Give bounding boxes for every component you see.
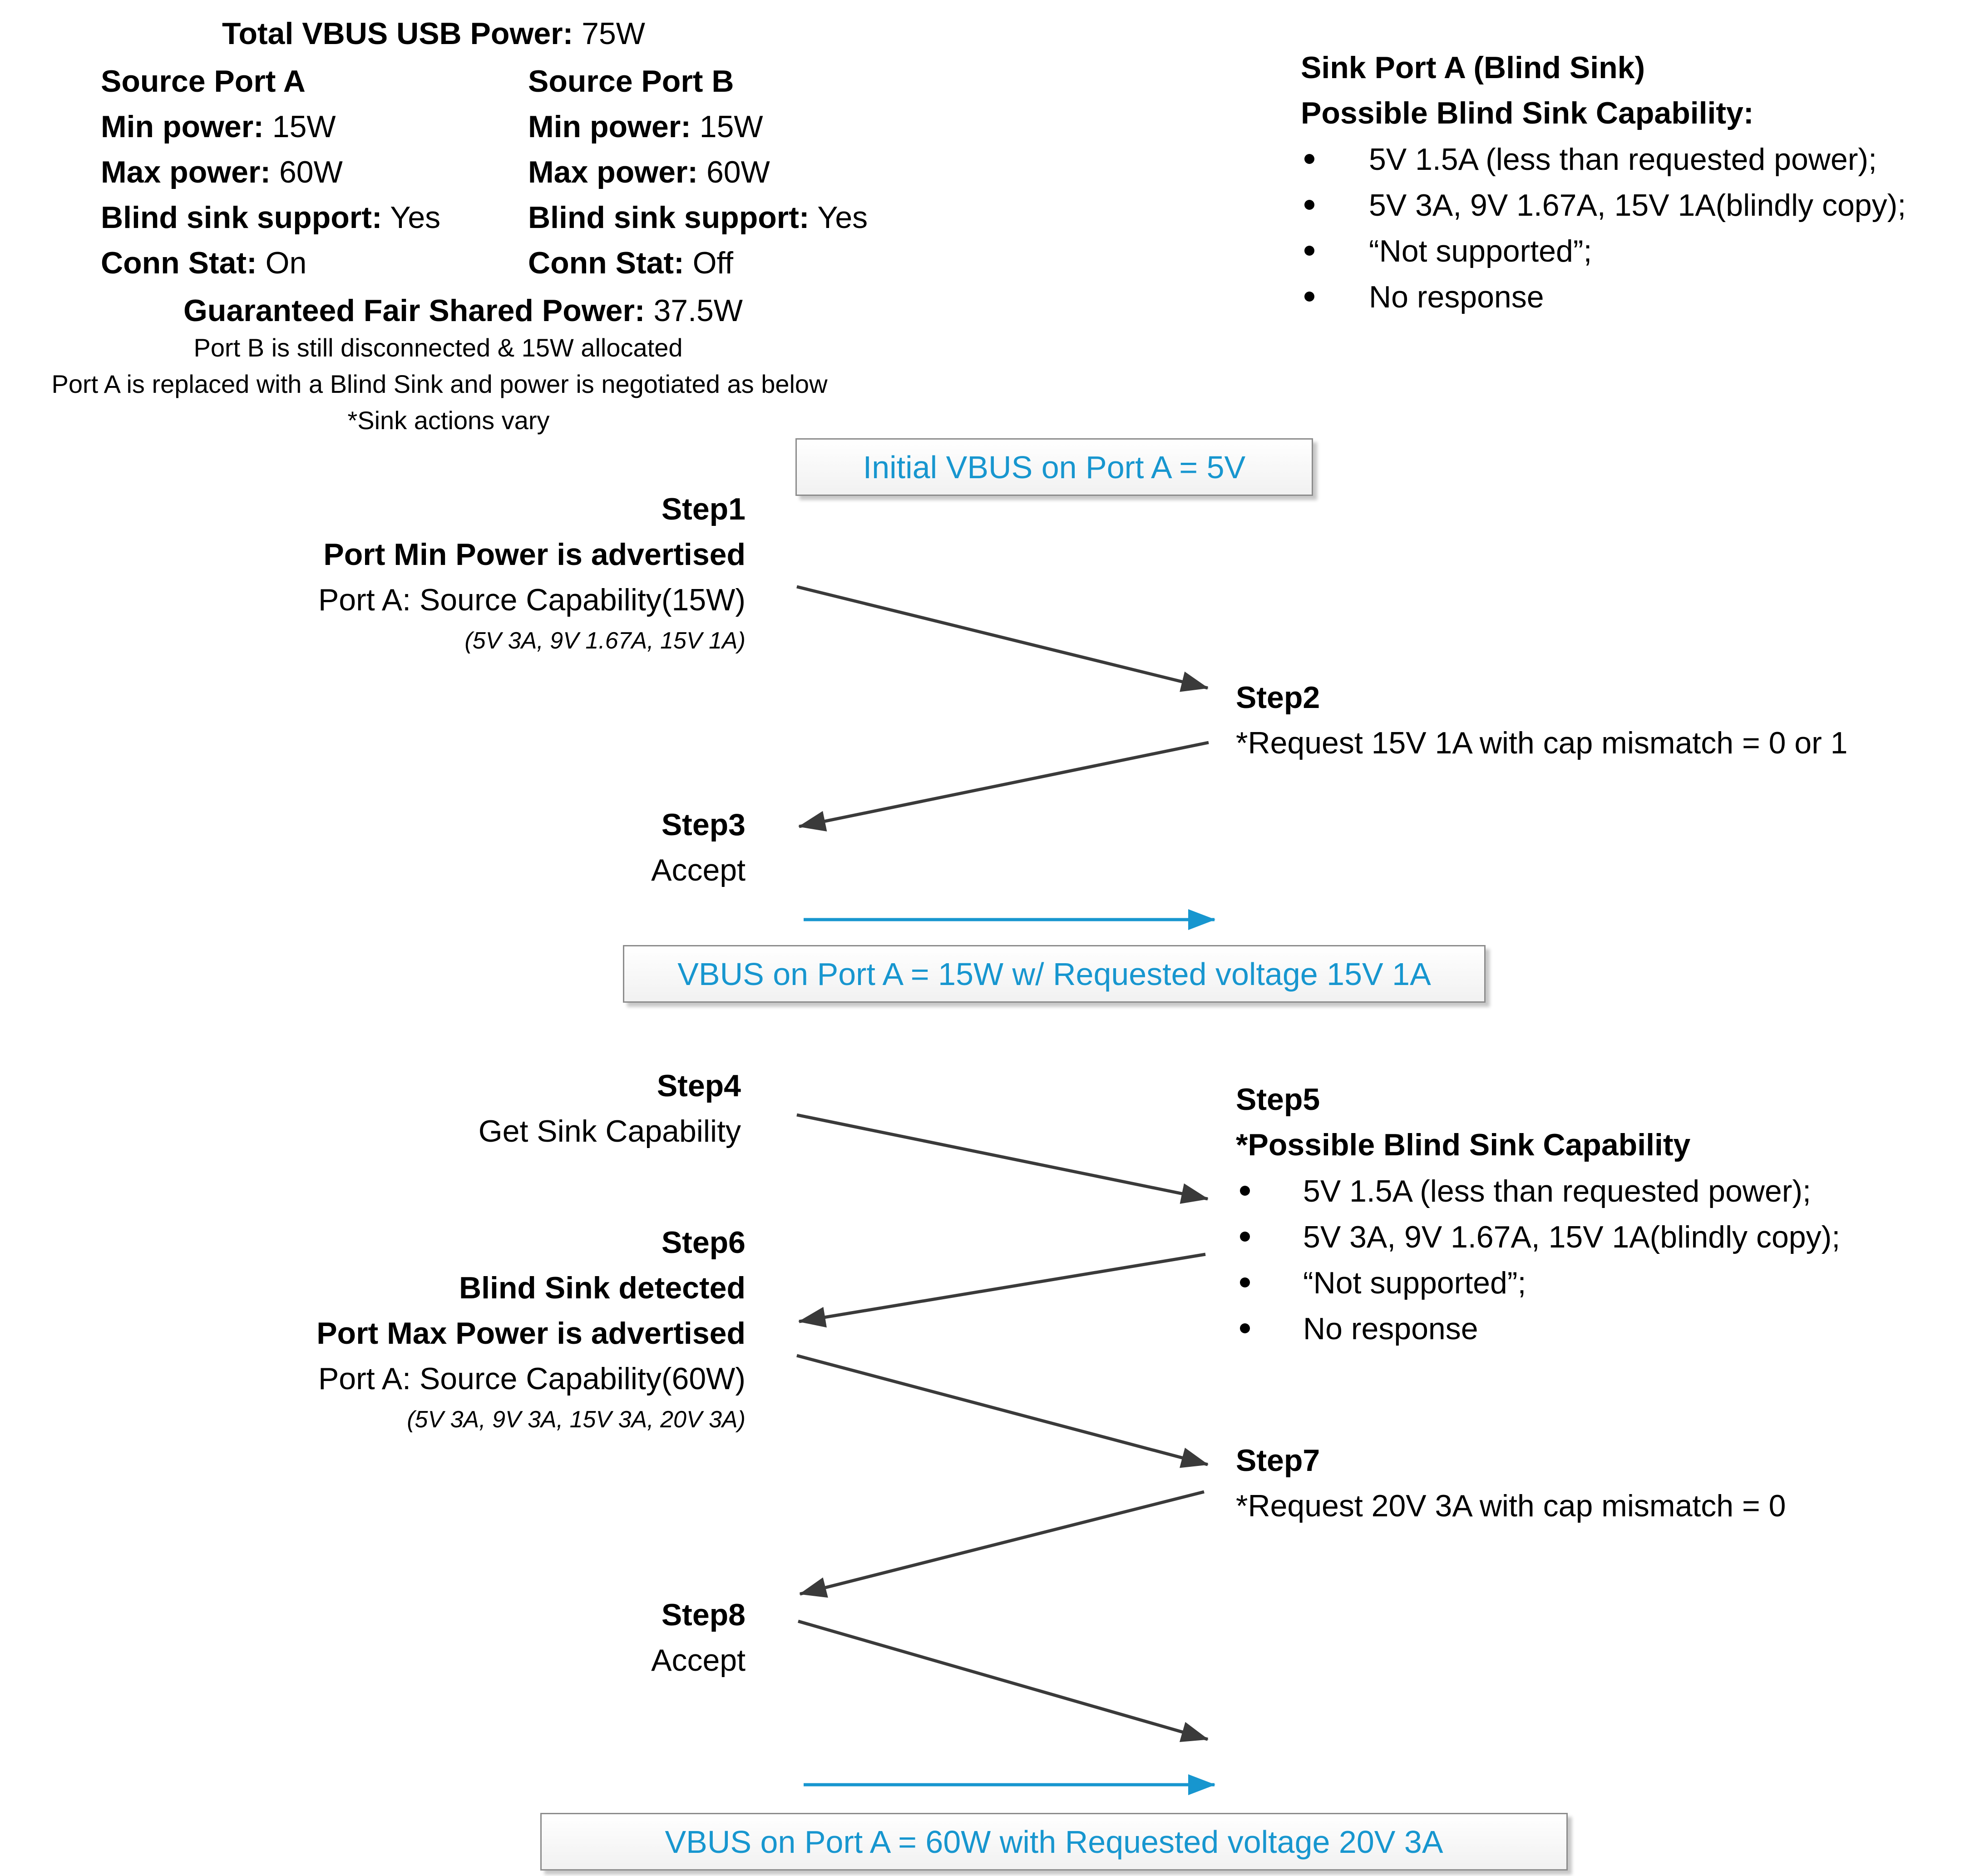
bullet-icon — [1304, 246, 1314, 256]
step8-title: Step8 — [661, 1598, 746, 1632]
initial-vbus-box: Initial VBUS on Port A = 5V — [795, 438, 1313, 496]
bullet-icon — [1304, 200, 1314, 210]
step5-line1: *Possible Blind Sink Capability — [1236, 1128, 1691, 1162]
step5-item: 5V 1.5A (less than requested power); — [1303, 1174, 1811, 1208]
sink-panel-item: 5V 3A, 9V 1.67A, 15V 1A(blindly copy); — [1369, 188, 1906, 223]
sink-panel-item: 5V 1.5A (less than requested power); — [1369, 142, 1877, 177]
step6-line3: Port A: Source Capability(60W) — [318, 1361, 746, 1396]
step1-line3: (5V 3A, 9V 1.67A, 15V 1A) — [464, 628, 746, 654]
arrow-step6-to-step7 — [796, 1354, 1209, 1468]
step6-line2: Port Max Power is advertised — [316, 1316, 746, 1351]
step1-line2: Port A: Source Capability(15W) — [318, 583, 746, 617]
step5-item: “Not supported”; — [1303, 1266, 1526, 1300]
bullet-icon — [1304, 292, 1314, 302]
port-b-conn: Conn Stat: Off — [528, 246, 734, 280]
arrow-step2-to-step3 — [798, 741, 1209, 832]
note-port-b: Port B is still disconnected & 15W alloc… — [193, 333, 683, 362]
step7-line1: *Request 20V 3A with cap mismatch = 0 — [1236, 1489, 1786, 1523]
step8-line1: Accept — [651, 1643, 746, 1678]
port-b-blind: Blind sink support: Yes — [528, 200, 868, 235]
arrow-step4-to-step5 — [796, 1113, 1209, 1204]
bullet-icon — [1240, 1323, 1250, 1333]
step2-line1: *Request 15V 1A with cap mismatch = 0 or… — [1236, 726, 1848, 760]
port-a-min: Min power: 15W — [101, 109, 336, 144]
fair-shared-power: Guaranteed Fair Shared Power: 37.5W — [183, 293, 743, 328]
step4-line1: Get Sink Capability — [478, 1114, 741, 1148]
port-a-max: Max power: 60W — [101, 155, 343, 189]
bullet-icon — [1240, 1277, 1250, 1287]
step1-line1: Port Min Power is advertised — [323, 537, 746, 572]
sink-panel-subtitle: Possible Blind Sink Capability: — [1301, 96, 1754, 130]
port-a-conn: Conn Stat: On — [101, 246, 307, 280]
bullet-icon — [1304, 154, 1314, 164]
step5-item: No response — [1303, 1312, 1478, 1346]
bullet-icon — [1240, 1186, 1250, 1196]
step6-line4: (5V 3A, 9V 3A, 15V 3A, 20V 3A) — [407, 1406, 746, 1433]
arrow-step7-to-step8 — [799, 1490, 1205, 1598]
step3-line1: Accept — [651, 853, 746, 887]
step6-title: Step6 — [661, 1225, 746, 1260]
step3-title: Step3 — [661, 807, 746, 842]
port-b-title: Source Port B — [528, 64, 734, 99]
final-vbus-box: VBUS on Port A = 60W with Requested volt… — [540, 1813, 1568, 1871]
port-b-min: Min power: 15W — [528, 109, 763, 144]
note-port-a: Port A is replaced with a Blind Sink and… — [51, 370, 828, 398]
arrow-step1-to-step2 — [796, 585, 1209, 692]
step5-title: Step5 — [1236, 1082, 1320, 1117]
bullet-icon — [1240, 1232, 1250, 1242]
step6-line1: Blind Sink detected — [459, 1271, 746, 1305]
arrow-step5-to-step6 — [798, 1252, 1206, 1328]
arrow-step8-to-sink — [798, 1619, 1209, 1742]
total-power: Total VBUS USB Power: 75W — [222, 16, 645, 51]
note-sink-actions: *Sink actions vary — [347, 406, 550, 435]
sink-panel-item: “Not supported”; — [1369, 234, 1592, 268]
step4-title: Step4 — [657, 1069, 741, 1103]
sink-panel-title: Sink Port A (Blind Sink) — [1301, 50, 1645, 85]
step2-title: Step2 — [1236, 680, 1320, 715]
port-a-blind: Blind sink support: Yes — [101, 200, 441, 235]
mid-vbus-box: VBUS on Port A = 15W w/ Requested voltag… — [623, 945, 1486, 1003]
step7-title: Step7 — [1236, 1443, 1320, 1478]
step5-item: 5V 3A, 9V 1.67A, 15V 1A(blindly copy); — [1303, 1220, 1841, 1254]
port-b-max: Max power: 60W — [528, 155, 770, 189]
step1-title: Step1 — [661, 492, 746, 526]
sink-panel-item: No response — [1369, 280, 1544, 314]
port-a-title: Source Port A — [101, 64, 306, 99]
